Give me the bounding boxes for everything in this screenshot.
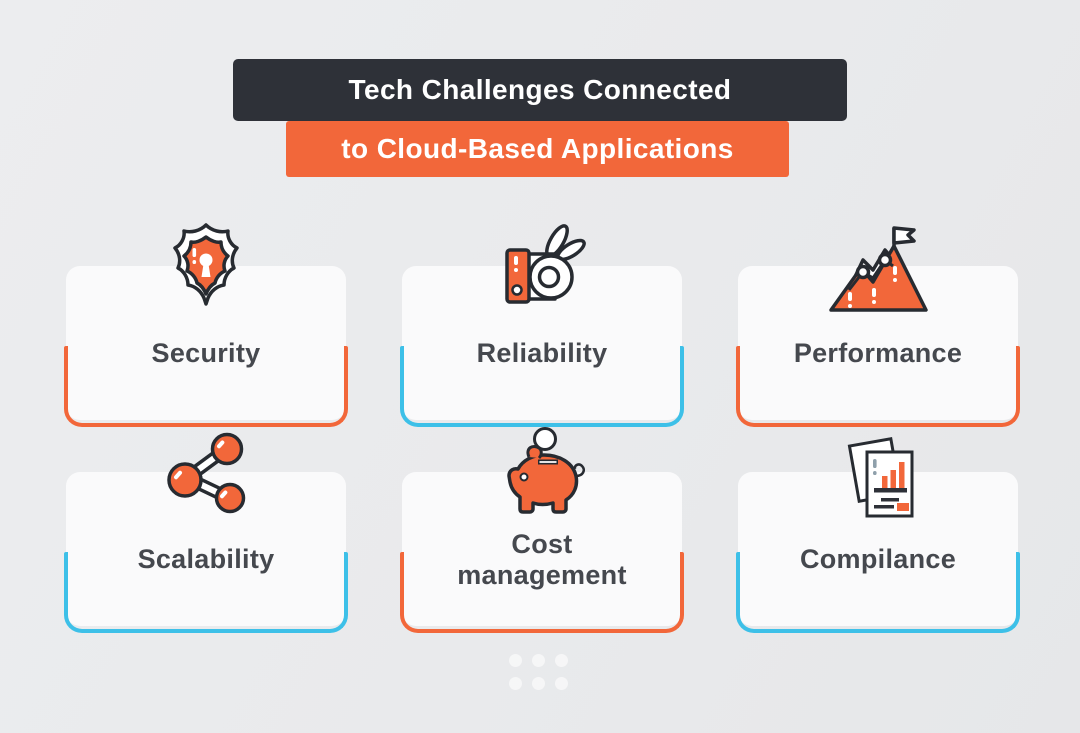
- card-scalability: Scalability: [64, 432, 348, 633]
- card-label: Security: [151, 338, 261, 369]
- ok-hand-icon: [505, 224, 586, 304]
- network-nodes-icon: [167, 432, 246, 514]
- decoration-dots: [509, 654, 568, 690]
- decoration-dot: [555, 654, 568, 667]
- card-reliability: Reliability: [400, 224, 684, 427]
- decoration-dot: [532, 677, 545, 690]
- card-label: Cost management: [457, 528, 627, 590]
- card-cost-management: Cost management: [400, 427, 684, 633]
- title-bar-secondary: to Cloud-Based Applications: [286, 121, 789, 177]
- shield-lock-icon: [173, 223, 239, 306]
- card-label: Scalability: [137, 544, 275, 575]
- card-security: Security: [64, 223, 348, 427]
- decoration-dot: [532, 654, 545, 667]
- title-line-1: Tech Challenges Connected: [348, 74, 732, 105]
- card-compilance: Compilance: [736, 437, 1020, 633]
- decoration-dot: [509, 654, 522, 667]
- piggy-bank-icon: [507, 427, 586, 514]
- decoration-dot: [509, 677, 522, 690]
- report-documents-icon: [847, 437, 914, 518]
- card-label: Performance: [793, 338, 963, 369]
- card-label: Reliability: [476, 338, 608, 369]
- card-performance: Performance: [736, 226, 1020, 427]
- title-line-2: to Cloud-Based Applications: [341, 133, 734, 164]
- mountain-flag-icon: [829, 226, 928, 312]
- decoration-dot: [555, 677, 568, 690]
- title-bar-primary: Tech Challenges Connected: [233, 59, 847, 121]
- card-label: Compilance: [799, 544, 957, 575]
